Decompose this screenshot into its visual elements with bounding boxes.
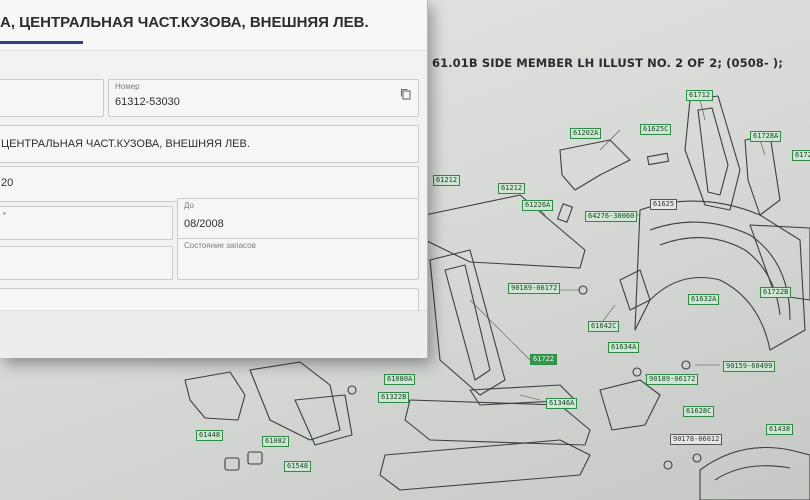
to-date-field[interactable]: До 08/2008 bbox=[177, 198, 419, 240]
callout-61712[interactable]: 61712 bbox=[686, 90, 714, 101]
callout-61722b[interactable]: 61722B bbox=[760, 287, 792, 298]
part-number-field[interactable]: Номер 61312-53030 bbox=[108, 79, 419, 117]
part-bolt-3 bbox=[578, 285, 588, 295]
part-bolt-1 bbox=[681, 360, 691, 370]
part-roof-rail bbox=[424, 194, 586, 269]
callout-61448[interactable]: 61448 bbox=[196, 430, 224, 441]
callout-highlighted[interactable]: 61722 bbox=[530, 354, 558, 365]
part-number-value: 61312-53030 bbox=[115, 96, 180, 108]
to-date-label: До bbox=[184, 201, 194, 210]
callout-61722[interactable]: 61722 bbox=[792, 150, 810, 161]
callout-61628c[interactable]: 61628C bbox=[683, 406, 715, 417]
callout-61642c[interactable]: 61642C bbox=[588, 321, 620, 332]
panel-title: А, ЦЕНТРАЛЬНАЯ ЧАСТ.КУЗОВА, ВНЕШНЯЯ ЛЕВ. bbox=[0, 14, 369, 31]
callout-64276-30060[interactable]: 64276-30060 bbox=[585, 211, 638, 222]
callout-61728a[interactable]: 61728A bbox=[750, 131, 782, 142]
stock-status-field[interactable]: Состояние запасов bbox=[177, 238, 419, 280]
part-wheel-housing-inner bbox=[714, 465, 791, 481]
part-lower-bracket-left bbox=[184, 371, 246, 421]
callout-90159-60499[interactable]: 90159-60499 bbox=[723, 361, 776, 372]
callout-61322b[interactable]: 61322B bbox=[378, 392, 410, 403]
callout-61438[interactable]: 61438 bbox=[766, 424, 794, 435]
part-center-pillar-inner bbox=[444, 264, 491, 381]
callout-61548[interactable]: 61548 bbox=[284, 461, 312, 472]
part-bolt-6 bbox=[692, 453, 702, 463]
left-field-row5[interactable] bbox=[0, 246, 173, 280]
copy-icon[interactable] bbox=[400, 88, 412, 100]
callout-61625c[interactable]: 61625C bbox=[640, 124, 672, 135]
callout-61346a[interactable]: 61346A bbox=[546, 398, 578, 409]
callout-61625[interactable]: 61625 bbox=[650, 199, 678, 210]
callout-61632a[interactable]: 61632A bbox=[688, 294, 720, 305]
part-details-panel: А, ЦЕНТРАЛЬНАЯ ЧАСТ.КУЗОВА, ВНЕШНЯЯ ЛЕВ.… bbox=[0, 0, 428, 358]
part-lower-bracket-right bbox=[599, 379, 661, 431]
row3-value: 20 bbox=[1, 177, 14, 189]
part-inner-arch bbox=[649, 221, 791, 321]
part-stiffener bbox=[619, 269, 651, 311]
title-underline bbox=[0, 41, 83, 44]
callout-61082[interactable]: 61082 bbox=[262, 436, 290, 447]
part-right-panel bbox=[749, 224, 810, 301]
panel-footer bbox=[0, 310, 427, 358]
part-lower-bracket-mid bbox=[249, 361, 341, 441]
part-center-pillar bbox=[429, 249, 506, 396]
to-date-value: 08/2008 bbox=[184, 218, 224, 230]
description-value: ЦЕНТРАЛЬНАЯ ЧАСТ.КУЗОВА, ВНЕШНЯЯ ЛЕВ. bbox=[1, 138, 250, 150]
callout-61634a[interactable]: 61634A bbox=[608, 342, 640, 353]
part-lower-box bbox=[294, 394, 353, 446]
from-date-label-edge: • bbox=[3, 209, 6, 218]
callout-61202a[interactable]: 61202A bbox=[570, 128, 602, 139]
callout-61080a[interactable]: 61080A bbox=[384, 374, 416, 385]
part-rear-pillar bbox=[684, 95, 741, 211]
part-plug-1 bbox=[646, 152, 670, 166]
row3-field[interactable]: 20 bbox=[0, 166, 419, 202]
part-wheel-housing bbox=[699, 447, 810, 500]
part-clip-1 bbox=[224, 457, 240, 471]
callout-90189-06172-b[interactable]: 90189-06172 bbox=[646, 374, 699, 385]
stock-status-label: Состояние запасов bbox=[184, 241, 256, 250]
callout-90178-06012[interactable]: 90178-06012 bbox=[670, 434, 723, 445]
part-bolt-5 bbox=[663, 460, 673, 470]
diagram-title: 61.01B SIDE MEMBER LH ILLUST NO. 2 OF 2;… bbox=[432, 56, 783, 70]
part-number-label: Номер bbox=[115, 82, 140, 91]
callout-61212[interactable]: 61212 bbox=[433, 175, 461, 186]
from-date-field[interactable]: • bbox=[0, 206, 173, 240]
part-arch-lip bbox=[659, 237, 781, 316]
callout-61226a[interactable]: 61226A bbox=[522, 200, 554, 211]
callout-90189-06172[interactable]: 90189-06172 bbox=[508, 283, 561, 294]
part-clip-2 bbox=[247, 451, 263, 465]
part-bolt-4 bbox=[347, 385, 357, 395]
part-rear-pillar-inner bbox=[697, 107, 729, 196]
part-plug-2 bbox=[557, 203, 573, 223]
callout-61212-b[interactable]: 61212 bbox=[498, 183, 526, 194]
part-rocker-lower bbox=[379, 439, 591, 491]
part-bracket bbox=[559, 139, 631, 191]
description-field[interactable]: ЦЕНТРАЛЬНАЯ ЧАСТ.КУЗОВА, ВНЕШНЯЯ ЛЕВ. bbox=[0, 125, 419, 163]
panel-header: А, ЦЕНТРАЛЬНАЯ ЧАСТ.КУЗОВА, ВНЕШНЯЯ ЛЕВ. bbox=[0, 0, 427, 51]
bottom-field[interactable] bbox=[0, 288, 419, 312]
part-wheel-arch bbox=[634, 200, 806, 351]
left-field-row1[interactable] bbox=[0, 79, 104, 117]
part-bolt-2 bbox=[632, 367, 642, 377]
